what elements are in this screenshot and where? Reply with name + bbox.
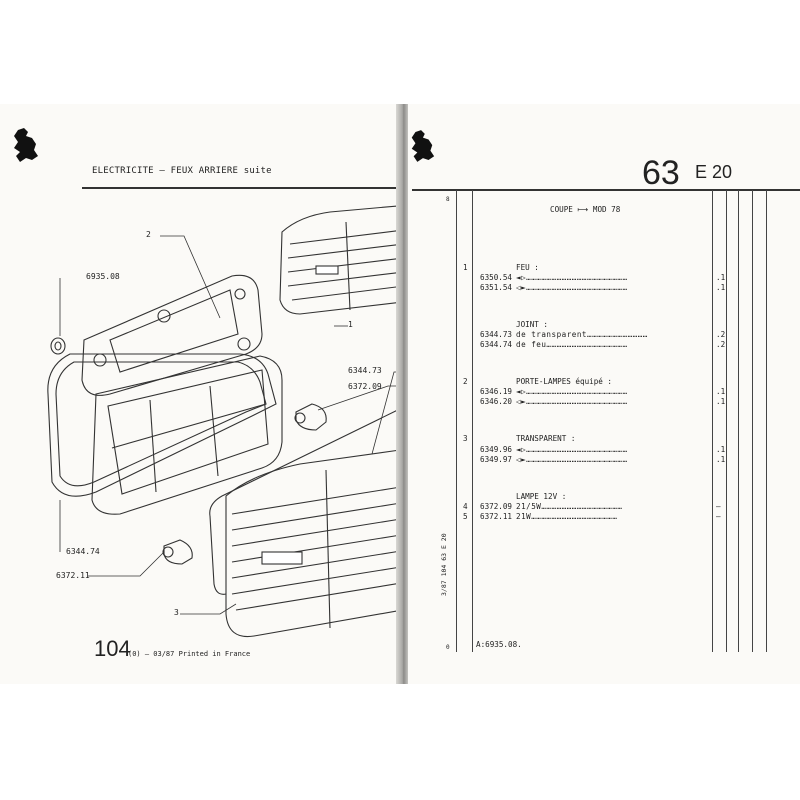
footnote: A:6935.08. (476, 640, 522, 649)
grommet-drawing-6935-08 (50, 337, 66, 355)
item-number: 3 (463, 434, 468, 443)
margin-mark-bottom: 0 (446, 644, 450, 651)
part-qty: .1 (716, 387, 726, 396)
catalog-spread: ELECTRICITE – FEUX ARRIERE suite (0, 104, 800, 684)
part-desc: de transparent……………………………… (516, 330, 648, 339)
table-line-qty-2 (726, 190, 727, 652)
part-qty: .1 (716, 283, 726, 292)
table-line-item (472, 190, 473, 652)
part-qty: .1 (716, 455, 726, 464)
item-number: 4 (463, 502, 468, 511)
part-desc: 21/5W………………………………………… (516, 502, 623, 511)
section-title: TRANSPARENT : (516, 434, 576, 443)
part-qty: .2 (716, 330, 726, 339)
part-desc: 21W…………………………………………… (516, 512, 618, 521)
part-ref: 6372.09 (480, 502, 513, 511)
lamp-holder-drawing (81, 274, 263, 396)
part-ref: 6372.11 (480, 512, 513, 521)
table-line-qty-3 (738, 190, 739, 652)
part-qty: – (716, 502, 721, 511)
table-line-qty-1 (712, 190, 713, 652)
part-qty: .1 (716, 445, 726, 454)
header-rule (82, 187, 400, 189)
part-ref: 6344.74 (480, 340, 513, 349)
page-number: 104 (94, 636, 131, 661)
bulb-drawing-6372-09 (294, 403, 327, 431)
group-suffix: E 20 (695, 162, 733, 182)
part-qty: – (716, 512, 721, 521)
section-header: ELECTRICITE – FEUX ARRIERE suite (92, 166, 272, 176)
callout-6372-09: 6372.09 (348, 382, 382, 391)
part-desc: ◁►…………………………………………………… (516, 455, 628, 464)
part-ref: 6350.54 (480, 273, 513, 282)
item-number: 5 (463, 512, 468, 521)
part-desc: ◄▷…………………………………………………… (516, 273, 628, 282)
part-qty: .1 (716, 273, 726, 282)
part-desc: ◁►…………………………………………………… (516, 283, 628, 292)
book-gutter (396, 104, 410, 684)
rear-lamp-small-drawing (279, 205, 400, 315)
callout-6344-74: 6344.74 (66, 547, 100, 556)
margin-code: 3/87 104 63 E 20 (440, 533, 448, 596)
right-header-rule (412, 189, 800, 191)
housing-frame-drawing (91, 355, 283, 515)
part-desc: ◄▷…………………………………………………… (516, 445, 628, 454)
part-qty: .2 (716, 340, 726, 349)
part-ref: 6349.96 (480, 445, 513, 454)
callout-6935-08: 6935.08 (86, 272, 120, 281)
part-ref: 6351.54 (480, 283, 513, 292)
part-ref: 6344.73 (480, 330, 513, 339)
part-ref: 6349.97 (480, 455, 513, 464)
right-page (408, 104, 800, 684)
item-number: 1 (463, 263, 468, 272)
section-title: FEU : (516, 263, 539, 272)
callout-6344-73: 6344.73 (348, 366, 382, 375)
callout-3: 3 (174, 608, 179, 617)
print-footer: (0) – 03/87 Printed in France (128, 650, 251, 658)
callout-1: 1 (348, 320, 353, 329)
bulb-drawing-6372-11 (162, 539, 193, 565)
peugeot-lion-logo (14, 128, 38, 162)
gasket-drawing (47, 353, 277, 497)
part-ref: 6346.19 (480, 387, 513, 396)
margin-mark-top: 8 (446, 196, 450, 203)
table-heading: COUPE ⟼ MOD 78 (550, 205, 621, 214)
table-line-qty-5 (766, 190, 767, 652)
peugeot-lion-logo-right (411, 130, 435, 162)
section-title: JOINT : (516, 320, 549, 329)
rear-lamp-large-drawing (209, 408, 400, 638)
part-ref: 6346.20 (480, 397, 513, 406)
part-desc: de feu………………………………………… (516, 340, 628, 349)
item-number: 2 (463, 377, 468, 386)
callout-6372-11: 6372.11 (56, 571, 90, 580)
section-title: LAMPE 12V : (516, 492, 567, 501)
exploded-diagram (47, 205, 400, 638)
callout-2: 2 (146, 230, 151, 239)
part-desc: ◁►…………………………………………………… (516, 397, 628, 406)
part-qty: .1 (716, 397, 726, 406)
part-desc: ◄▷…………………………………………………… (516, 387, 628, 396)
section-title: PORTE-LAMPES équipé : (516, 377, 613, 386)
group-number: 63 (642, 154, 680, 192)
left-page: ELECTRICITE – FEUX ARRIERE suite (0, 104, 400, 684)
table-line-qty-4 (752, 190, 753, 652)
table-line-margin (456, 190, 457, 652)
